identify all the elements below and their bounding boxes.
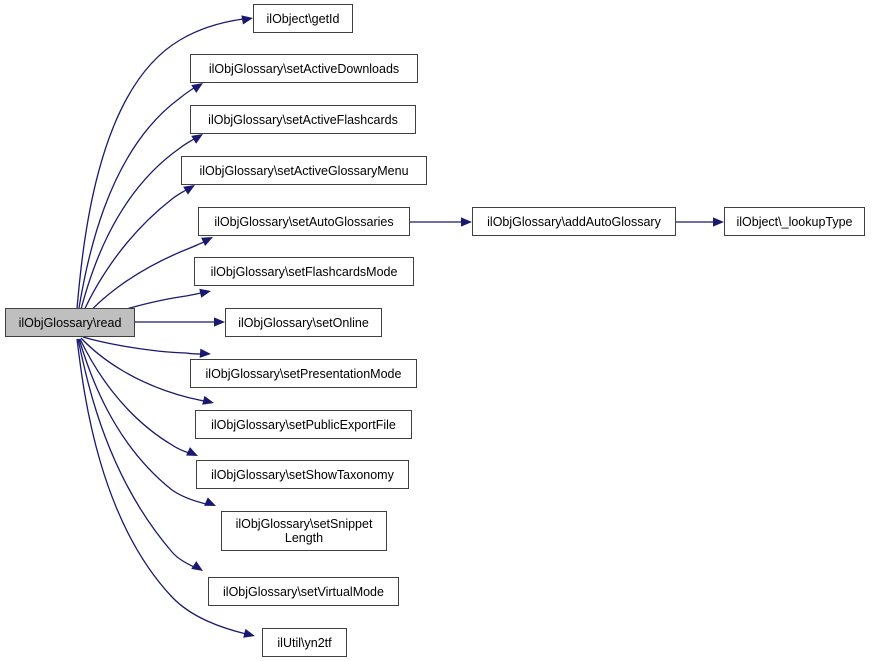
node-label-yn2tf: ilUtil\yn2tf bbox=[277, 635, 332, 650]
arrowhead-read-to-yn2tf bbox=[243, 628, 255, 638]
node-label-getId: ilObject\getId bbox=[266, 11, 340, 26]
node-label-addAutoGlossary: ilObjGlossary\addAutoGlossary bbox=[487, 214, 661, 229]
edge-read-to-setSnippetLength bbox=[78, 338, 207, 505]
node-label-setFlashcardsMode: ilObjGlossary\setFlashcardsMode bbox=[210, 264, 398, 279]
node-addAutoGlossary[interactable]: ilObjGlossary\addAutoGlossary bbox=[472, 207, 676, 236]
edge-read-to-setActiveGlossaryMenu bbox=[78, 189, 187, 323]
node-getId[interactable]: ilObject\getId bbox=[253, 4, 353, 33]
arrowhead-read-to-getId bbox=[241, 15, 253, 25]
edge-read-to-setActiveFlashcards bbox=[77, 138, 195, 322]
node-label-setShowTaxonomy: ilObjGlossary\setShowTaxonomy bbox=[211, 467, 394, 482]
arrowhead-setAutoGlossaries-to-addAutoGlossary bbox=[461, 217, 472, 227]
node-label-setActiveFlashcards: ilObjGlossary\setActiveFlashcards bbox=[208, 112, 398, 127]
node-setFlashcardsMode[interactable]: ilObjGlossary\setFlashcardsMode bbox=[194, 257, 414, 286]
arrowhead-read-to-setOnline bbox=[214, 317, 225, 327]
node-setActiveFlashcards[interactable]: ilObjGlossary\setActiveFlashcards bbox=[190, 105, 416, 134]
node-setPresentationMode[interactable]: ilObjGlossary\setPresentationMode bbox=[190, 359, 417, 388]
node-label-setPublicExportFile: ilObjGlossary\setPublicExportFile bbox=[211, 417, 396, 432]
node-yn2tf[interactable]: ilUtil\yn2tf bbox=[262, 628, 347, 657]
node-setActiveGlossaryMenu[interactable]: ilObjGlossary\setActiveGlossaryMenu bbox=[181, 156, 427, 185]
node-label-_lookupType: ilObject\_lookupType bbox=[736, 214, 853, 229]
node-setShowTaxonomy[interactable]: ilObjGlossary\setShowTaxonomy bbox=[196, 460, 409, 489]
node-label-setOnline: ilObjGlossary\setOnline bbox=[238, 315, 369, 330]
edge-read-to-setPublicExportFile bbox=[80, 337, 205, 402]
arrowhead-addAutoGlossary-to-_lookupType bbox=[713, 217, 724, 227]
node-label-setVirtualMode: ilObjGlossary\setVirtualMode bbox=[223, 584, 384, 599]
node-label-setAutoGlossaries: ilObjGlossary\setAutoGlossaries bbox=[214, 214, 394, 229]
arrowhead-read-to-setVirtualMode bbox=[191, 561, 203, 571]
node-label-setSnippetLength: ilObjGlossary\setSnippet Length bbox=[235, 517, 373, 545]
edge-read-to-setPresentationMode bbox=[82, 336, 202, 355]
node-label-setPresentationMode: ilObjGlossary\setPresentationMode bbox=[205, 366, 402, 381]
node-setAutoGlossaries[interactable]: ilObjGlossary\setAutoGlossaries bbox=[198, 207, 410, 236]
edge-read-to-setShowTaxonomy bbox=[79, 338, 190, 454]
arrowhead-read-to-setPresentationMode bbox=[199, 348, 211, 358]
arrowhead-read-to-setFlashcardsMode bbox=[199, 288, 211, 298]
arrowhead-read-to-setShowTaxonomy bbox=[186, 447, 198, 456]
node-label-setActiveDownloads: ilObjGlossary\setActiveDownloads bbox=[208, 61, 400, 76]
node-label-read: ilObjGlossary\read bbox=[18, 315, 122, 330]
node-_lookupType[interactable]: ilObject\_lookupType bbox=[724, 207, 865, 236]
node-setOnline[interactable]: ilObjGlossary\setOnline bbox=[225, 308, 382, 337]
edge-read-to-setVirtualMode bbox=[77, 338, 195, 568]
node-setSnippetLength[interactable]: ilObjGlossary\setSnippet Length bbox=[221, 511, 387, 551]
node-setPublicExportFile[interactable]: ilObjGlossary\setPublicExportFile bbox=[195, 410, 412, 439]
arrowhead-read-to-setSnippetLength bbox=[204, 497, 216, 506]
node-label-setActiveGlossaryMenu: ilObjGlossary\setActiveGlossaryMenu bbox=[199, 163, 409, 178]
node-setVirtualMode[interactable]: ilObjGlossary\setVirtualMode bbox=[208, 577, 399, 606]
node-read[interactable]: ilObjGlossary\read bbox=[5, 308, 135, 337]
edge-read-to-setActiveDownloads bbox=[76, 87, 195, 321]
arrowhead-read-to-setPublicExportFile bbox=[202, 395, 214, 405]
node-setActiveDownloads[interactable]: ilObjGlossary\setActiveDownloads bbox=[190, 54, 418, 83]
